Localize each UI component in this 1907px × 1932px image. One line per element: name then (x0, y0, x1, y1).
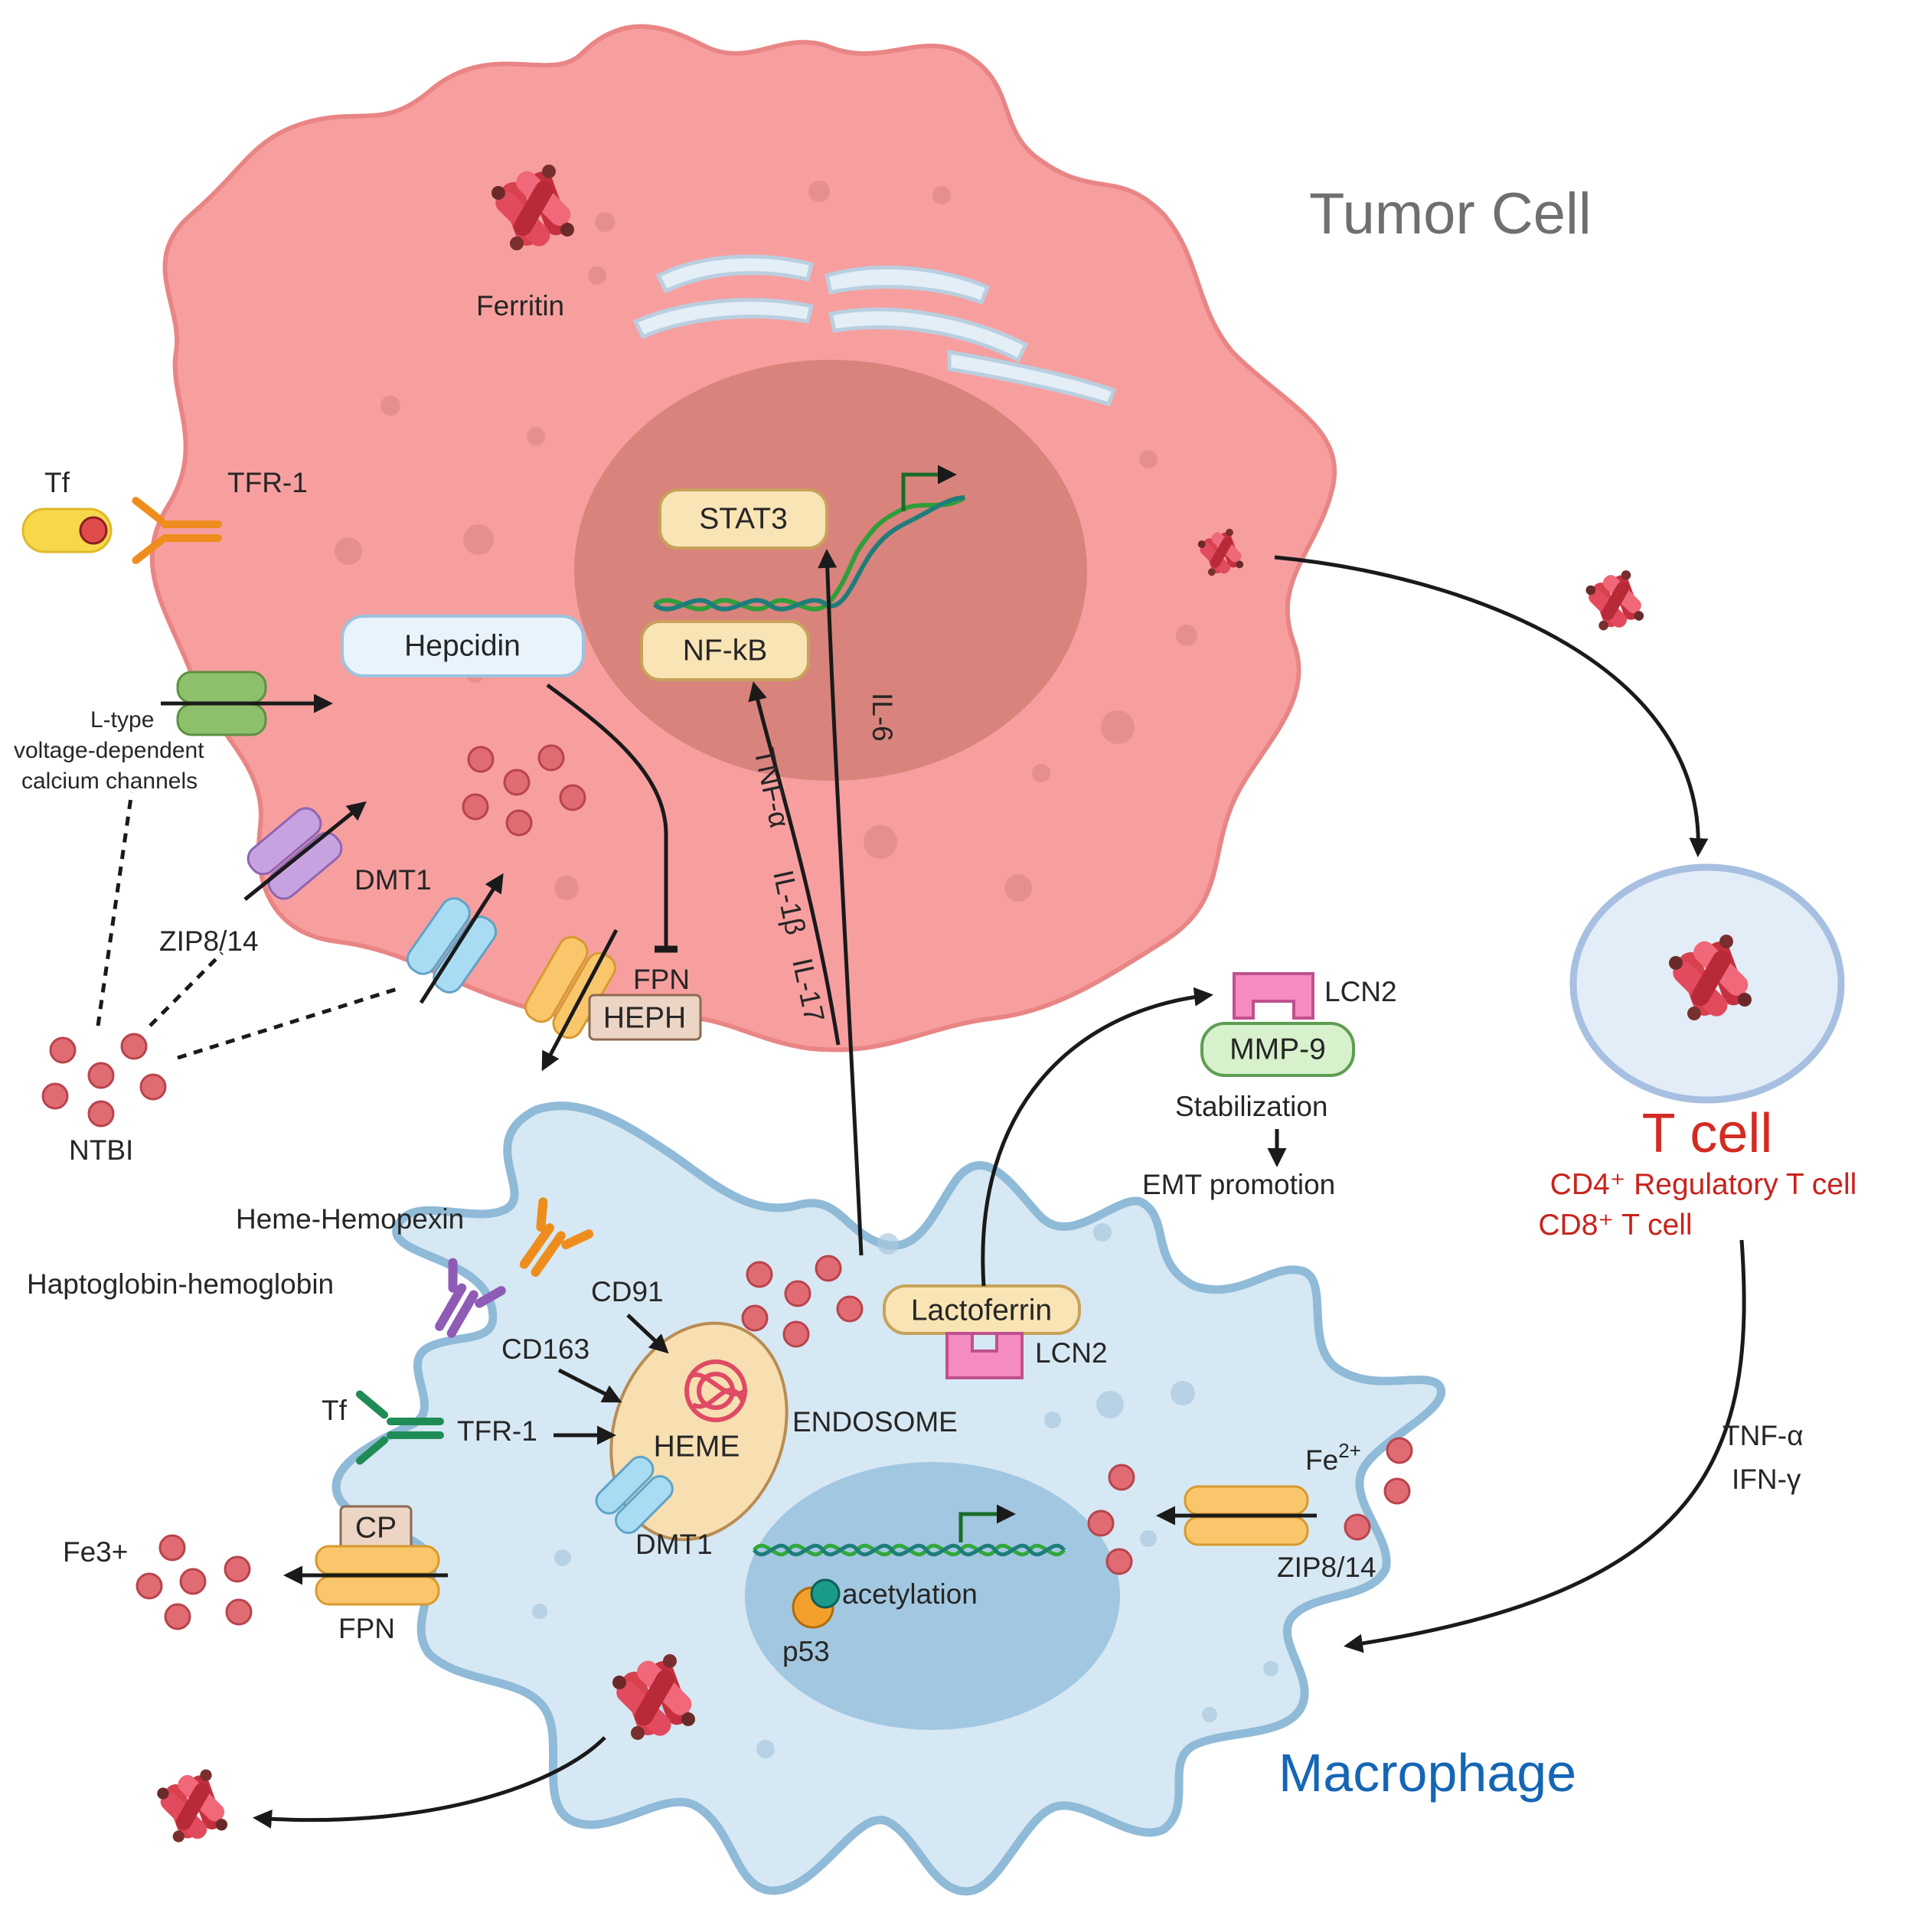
emt-label: EMT promotion (1142, 1169, 1335, 1200)
stabilization-label: Stabilization (1175, 1091, 1328, 1122)
transcription-arrow-icon (901, 465, 957, 511)
transferrin-icon (21, 507, 113, 553)
ltype-label-1: L-type (90, 707, 154, 733)
macrophage-nucleus (745, 1462, 1120, 1730)
cd91-receptor-icon (519, 1197, 594, 1277)
lcn2-bottom-label: LCN2 (1035, 1337, 1108, 1369)
p53-label: p53 (782, 1636, 830, 1667)
ntbi-label: NTBI (69, 1134, 133, 1166)
lcn2-top-label: LCN2 (1324, 976, 1397, 1007)
labile-iron-macro (741, 1255, 864, 1348)
mmp9-label: MMP-9 (1229, 1033, 1326, 1066)
dmt1-macro-label: DMT1 (635, 1529, 713, 1560)
acetylation-label: acetylation (842, 1578, 978, 1610)
fe3-label: Fe3+ (63, 1536, 128, 1568)
heph-box (588, 994, 702, 1041)
hepcidin-label: Hepcidin (404, 630, 521, 663)
golgi-apparatus (632, 254, 1117, 407)
ifng-label: IFN-γ (1732, 1464, 1801, 1495)
tf-macro-label: Tf (322, 1395, 348, 1426)
tnfa-tcell-label: TNF-α (1723, 1420, 1804, 1451)
macro-dna-icon (753, 1543, 1066, 1557)
tfr1-label: TFR-1 (227, 467, 308, 498)
tumor-dna-icon (653, 495, 966, 612)
macro-transcription-arrow-icon (958, 1504, 1016, 1542)
stat3-label: STAT3 (699, 503, 788, 536)
hepcidin-box (341, 615, 585, 677)
fpn-tumor-label: FPN (633, 964, 690, 995)
ltype-label-3: calcium channels (21, 769, 198, 794)
ntbi-iron-dots (41, 1033, 167, 1128)
labile-iron-tumor (462, 744, 586, 837)
heme-icon (684, 1359, 749, 1422)
t-cell-sub-2: CD8⁺ T cell (1538, 1209, 1692, 1242)
tcell-cytokine-arrow (1344, 1239, 1746, 1653)
zip-channel-tumor-icon (247, 807, 343, 900)
fpn-macro-label: FPN (338, 1613, 395, 1644)
zip-tumor-label: ZIP8/14 (159, 925, 259, 957)
heme-hemopexin-label: Heme-Hemopexin (236, 1203, 464, 1235)
tf-label: Tf (44, 467, 70, 498)
dmt1-channel-macro-icon (595, 1455, 674, 1535)
mmp9-box (1200, 1022, 1355, 1077)
lcn2-bottom-icon (945, 1332, 1024, 1379)
zip-macro-label: ZIP8/14 (1277, 1552, 1376, 1583)
dmt1-channel-tumor-icon (406, 897, 498, 994)
tfr1-receptor-icon (132, 497, 222, 564)
heph-label: HEPH (603, 1002, 686, 1035)
tfr1-receptor-macro-icon (355, 1390, 444, 1465)
endosome-label: ENDOSOME (792, 1406, 958, 1438)
p53-icon (792, 1578, 841, 1629)
haptoglobin-label: Haptoglobin-hemoglobin (27, 1268, 334, 1300)
ferritin-label: Ferritin (476, 290, 564, 321)
nfkb-box (640, 620, 810, 681)
nfkb-label: NF-kB (683, 635, 768, 667)
cd163-receptor-icon (435, 1258, 506, 1338)
macrophage-title: Macrophage (1278, 1743, 1576, 1803)
heme-label: HEME (654, 1431, 740, 1464)
tnf-arrow (748, 681, 841, 1046)
il6-arrow (818, 549, 864, 1256)
macrophage-cell (331, 1101, 1445, 1896)
fe2-label: Fe2+ (1305, 1439, 1361, 1476)
dmt1-tumor-label: DMT1 (354, 864, 432, 896)
lactoferrin-label: Lactoferrin (911, 1294, 1052, 1327)
cd91-label: CD91 (591, 1276, 664, 1307)
fe2-iron-dots (1087, 1437, 1413, 1575)
cd163-label: CD163 (501, 1333, 589, 1365)
t-cell-sub-1: CD4⁺ Regulatory T cell (1550, 1168, 1857, 1201)
ltype-label-2: voltage-dependent (14, 738, 204, 763)
t-cell-title: T cell (1642, 1103, 1773, 1164)
stat3-box (658, 488, 828, 550)
ferritin-free-icon (1585, 570, 1644, 631)
fe3-iron-dots (136, 1534, 253, 1630)
hepcidin-inhibition-line (546, 683, 678, 953)
l-type-channel-icon (176, 671, 267, 736)
tumor-nucleus (574, 360, 1087, 781)
cp-label: CP (355, 1512, 397, 1545)
lcn2-top-icon (1233, 972, 1314, 1020)
tumor-cell-title: Tumor Cell (1309, 181, 1592, 246)
tfr1-macro-label: TFR-1 (457, 1415, 537, 1447)
ferritin-released-icon (157, 1769, 228, 1842)
il6-label: IL-6 (867, 693, 898, 742)
